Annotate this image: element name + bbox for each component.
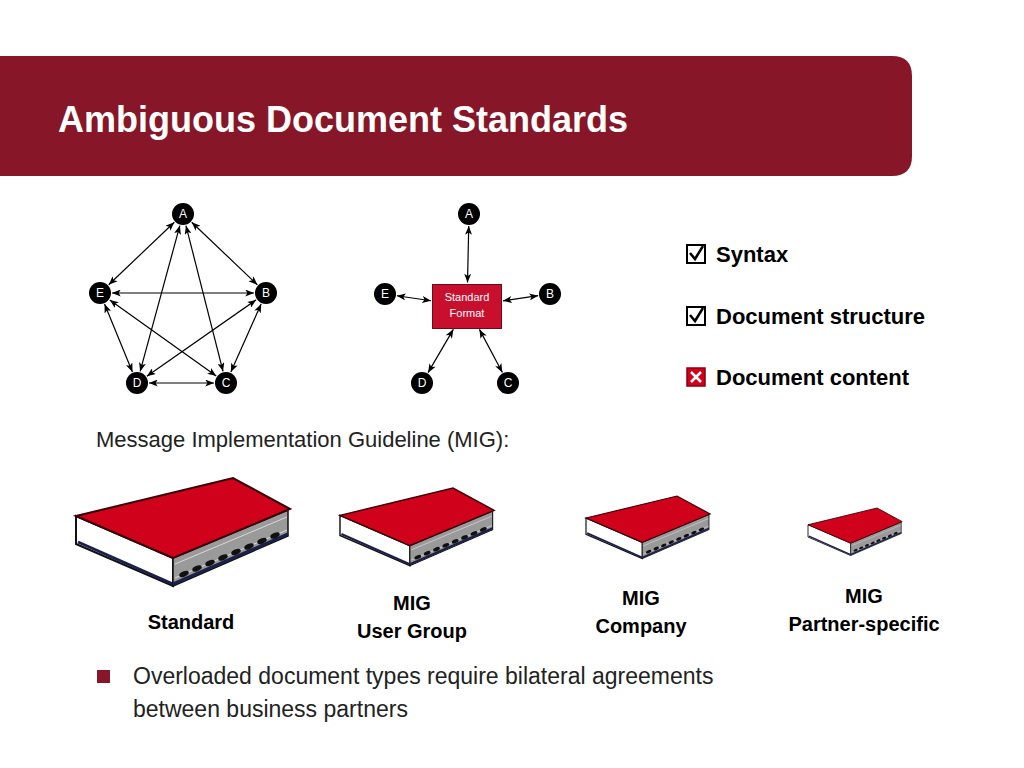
exchange-arrow xyxy=(109,222,175,284)
book-caption: Partner-specific xyxy=(788,613,939,635)
party-node: A xyxy=(172,203,194,225)
exchange-arrow xyxy=(397,296,431,301)
party-node: C xyxy=(497,372,519,394)
exchange-arrow xyxy=(503,296,538,301)
party-node: D xyxy=(126,372,148,394)
book-caption: Standard xyxy=(148,611,235,633)
node-label: E xyxy=(96,287,104,299)
check-item: Document content xyxy=(716,366,909,390)
node-label: B xyxy=(262,287,270,299)
checkbox-checked xyxy=(687,245,705,263)
party-node: B xyxy=(539,283,561,305)
book-icon xyxy=(808,508,902,556)
book-caption: MIG xyxy=(393,592,431,614)
node-label: A xyxy=(465,208,473,220)
bullet-square xyxy=(97,670,110,683)
section-heading: Message Implementation Guideline (MIG): xyxy=(96,428,509,452)
exchange-arrow xyxy=(149,382,214,383)
node-label: A xyxy=(179,208,187,220)
exchange-arrow xyxy=(186,226,223,372)
book-icon xyxy=(76,478,290,586)
node-label: E xyxy=(381,288,389,300)
node-label: Standard Format xyxy=(439,290,495,322)
party-node: A xyxy=(458,203,480,225)
party-node: B xyxy=(255,282,277,304)
party-node: C xyxy=(215,372,237,394)
standard-box: Standard Format xyxy=(432,284,502,329)
party-node: E xyxy=(89,282,111,304)
book-icon xyxy=(586,496,710,559)
party-node: D xyxy=(411,372,433,394)
book-caption: User Group xyxy=(357,620,467,642)
exchange-arrow xyxy=(112,292,254,293)
exchange-arrow xyxy=(479,329,502,372)
checkbox-crossed xyxy=(687,368,705,386)
check-item: Document structure xyxy=(716,305,925,329)
node-label: C xyxy=(504,377,513,389)
book-icon xyxy=(340,488,494,566)
title-band xyxy=(0,56,912,176)
exchange-arrow xyxy=(140,226,180,372)
book-caption: Company xyxy=(595,615,686,637)
exchange-arrow xyxy=(468,226,469,283)
book-caption: MIG xyxy=(622,587,660,609)
exchange-arrow xyxy=(192,222,258,284)
exchange-arrow xyxy=(428,329,453,372)
party-node: E xyxy=(374,283,396,305)
exchange-arrow xyxy=(105,304,133,372)
node-label: D xyxy=(418,377,427,389)
node-label: C xyxy=(222,377,231,389)
check-item: Syntax xyxy=(716,243,788,267)
bullet-text: Overloaded document types require bilate… xyxy=(133,660,773,727)
book-caption: MIG xyxy=(845,585,883,607)
checkbox-checked xyxy=(687,307,705,325)
exchange-arrow xyxy=(110,300,216,376)
slide-title: Ambiguous Document Standards xyxy=(58,99,628,141)
node-label: B xyxy=(546,288,554,300)
node-label: D xyxy=(133,377,142,389)
